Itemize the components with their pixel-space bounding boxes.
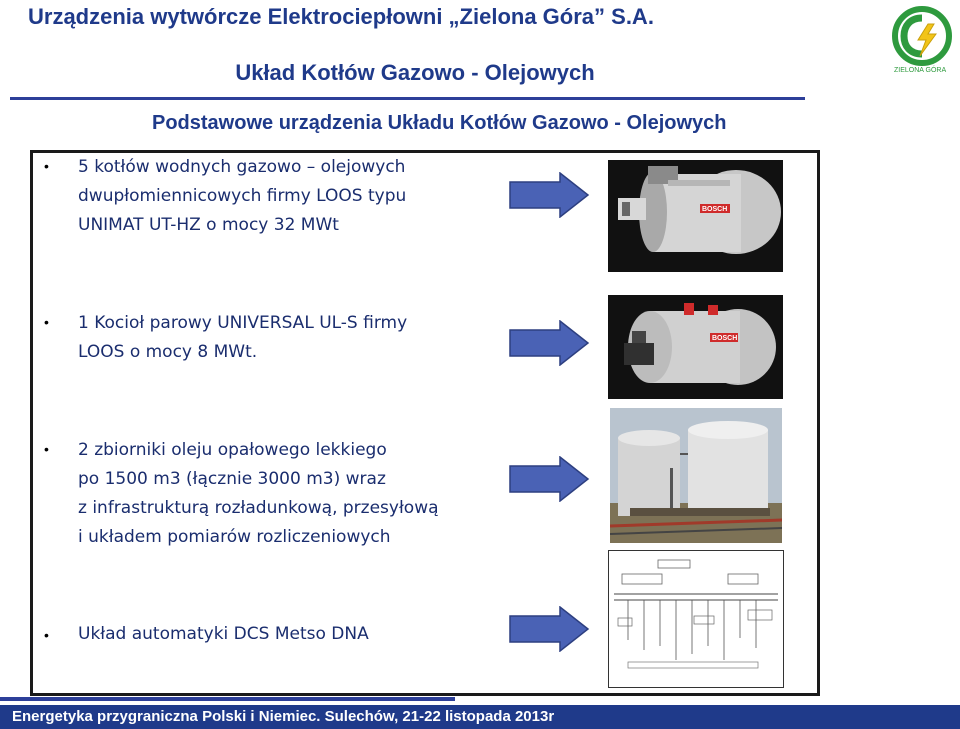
arrow-right-icon xyxy=(509,456,590,502)
slide-title: Układ Kotłów Gazowo - Olejowych xyxy=(235,60,595,85)
dcs-diagram xyxy=(608,550,784,688)
brand-label-1: BOSCH xyxy=(702,206,727,213)
bullet: • xyxy=(44,441,49,457)
arrow-right-icon xyxy=(509,320,590,366)
title-divider xyxy=(10,97,805,100)
ec-logo-icon: ZIELONA GÓRA xyxy=(892,6,952,74)
item-text-1: 5 kotłów wodnych gazowo – olejowych dwup… xyxy=(78,157,407,235)
item-text-3: 2 zbiorniki oleju opałowego lekkiego po … xyxy=(78,440,439,547)
bullet: • xyxy=(44,314,49,330)
oil-tanks-photo xyxy=(610,408,782,543)
brand-label-2: BOSCH xyxy=(712,335,737,342)
company-title: Urządzenia wytwórcze Elektrociepłowni „Z… xyxy=(28,4,654,29)
steam-boiler-photo: BOSCH xyxy=(608,295,783,399)
boiler-photo: BOSCH xyxy=(608,160,783,272)
arrow-right-icon xyxy=(509,606,590,652)
bullet: • xyxy=(44,627,49,643)
svg-text:ZIELONA GÓRA: ZIELONA GÓRA xyxy=(894,65,946,74)
arrow-right-icon xyxy=(509,172,590,218)
item-text-2: 1 Kocioł parowy UNIVERSAL UL-S firmy LOO… xyxy=(78,313,408,362)
item-text-4: Układ automatyki DCS Metso DNA xyxy=(78,624,369,644)
slide-subtitle: Podstawowe urządzenia Układu Kotłów Gazo… xyxy=(152,112,727,134)
content-frame xyxy=(30,150,820,696)
footer-text: Energetyka przygraniczna Polski i Niemie… xyxy=(12,708,555,725)
footer-bar xyxy=(0,705,960,729)
bottom-divider xyxy=(0,697,455,701)
bullet: • xyxy=(44,158,49,174)
